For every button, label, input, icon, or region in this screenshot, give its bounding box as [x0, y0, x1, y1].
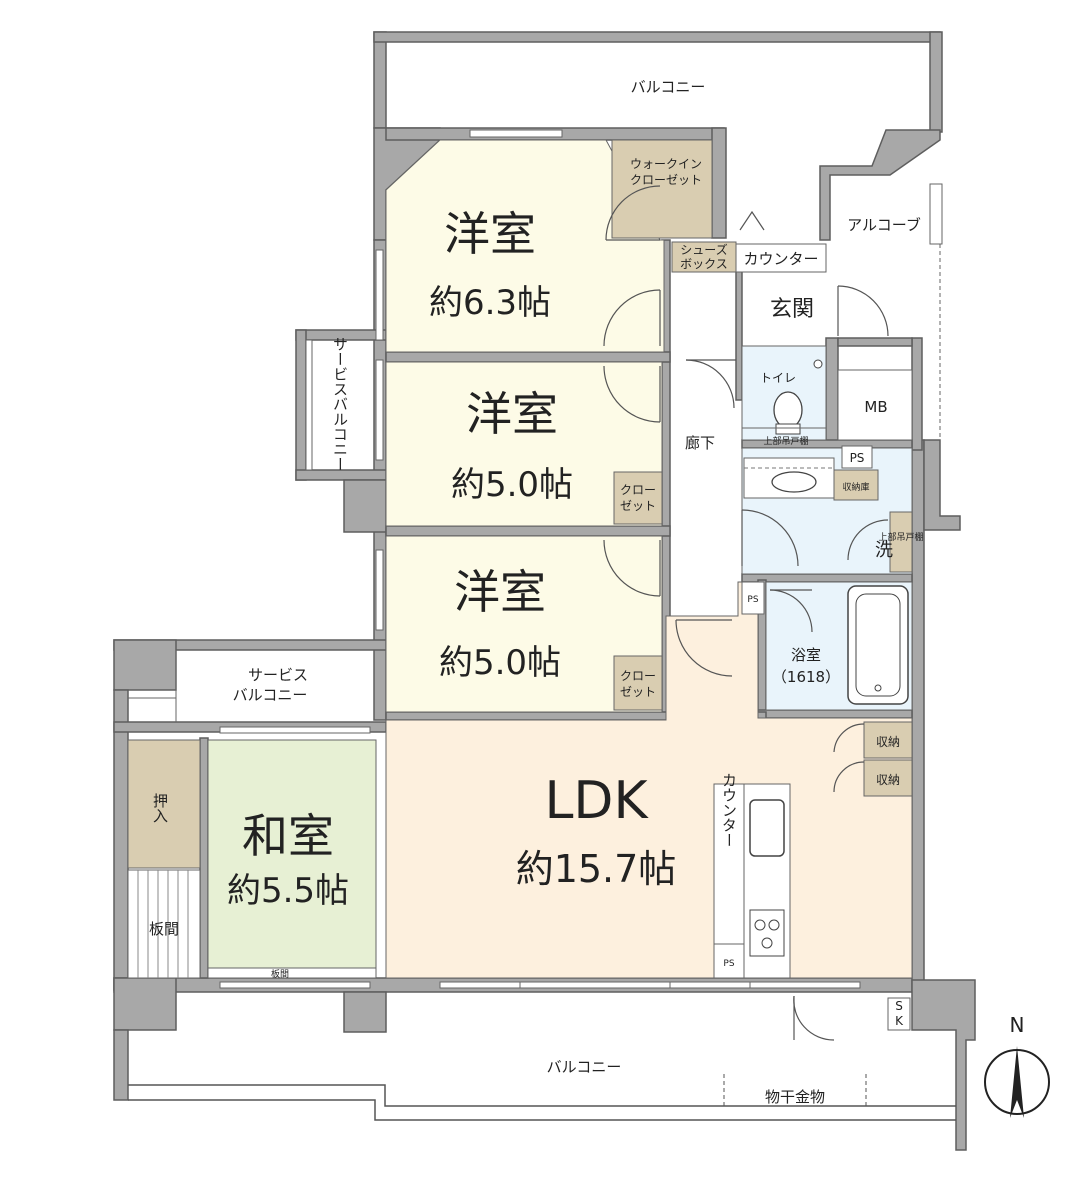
balcony-bottom-label: バルコニー: [547, 1058, 622, 1076]
washitsu-size: 約5.5帖: [227, 871, 349, 911]
ps-label-2: PS: [747, 595, 758, 605]
service-balcony-h-label-1: サービス: [248, 666, 308, 684]
closet-b-label-1: クロー: [620, 669, 656, 683]
walkin-closet-label-1: ウォークイン: [630, 157, 702, 171]
walkin-closet-fill: [611, 139, 713, 239]
itama-small-label: 板間: [271, 968, 289, 980]
closet-a-label-2: ゼット: [620, 499, 656, 513]
labels: バルコニー バルコニー ウォークイン クローゼット アルコーブ シューズ ボック…: [149, 78, 924, 1106]
wash-cabinet-fill: [889, 511, 913, 573]
storage-room-label: 収納庫: [842, 481, 869, 493]
stove-icon: [749, 909, 785, 957]
service-balcony-h-label-2: バルコニー: [233, 686, 308, 704]
upper-cabinet-label-2: 上部吊戸棚: [878, 531, 923, 543]
storage-1-fill: [863, 721, 913, 759]
entry-counter: [735, 243, 827, 273]
doors: [603, 185, 889, 1041]
closet-b-label-2: ゼット: [620, 685, 656, 699]
room3-size: 約5.0帖: [439, 643, 561, 683]
closet-a-label-1: クロー: [620, 483, 656, 497]
upper-cabinet-label: 上部吊戸棚: [763, 435, 808, 447]
kitchen: [713, 783, 791, 979]
monohoshi-label: 物干金物: [765, 1088, 825, 1106]
storage-2-fill: [863, 759, 913, 797]
walkin-closet-label-2: クローゼット: [630, 173, 702, 187]
storage-room-fill: [833, 469, 879, 501]
ldk-title: LDK: [544, 771, 649, 831]
fixtures: [741, 359, 911, 1031]
corridor-label: 廊下: [685, 434, 715, 452]
entry-counter-label: カウンター: [743, 250, 818, 268]
storage-1-label: 収納: [876, 735, 900, 749]
closet-b-fill: [613, 655, 663, 711]
balcony-top-label: バルコニー: [631, 78, 706, 96]
room3-title: 洋室: [454, 565, 546, 619]
western-room-1-fill: [385, 139, 665, 353]
shoes-box-label-2: ボックス: [680, 257, 728, 271]
storage-2-label: 収納: [876, 773, 900, 787]
windows: [219, 129, 861, 989]
closet-a-fill: [613, 471, 663, 525]
toilet-label: トイレ: [760, 371, 796, 385]
balconies: [128, 183, 956, 1121]
ps-label-1: PS: [850, 451, 865, 465]
bath-label: 浴室: [791, 646, 821, 664]
sink-icon: [749, 799, 785, 857]
mb-label: MB: [864, 398, 887, 416]
kitchen-counter-label: カウンター: [720, 773, 738, 848]
compass-n-label: N: [1010, 1013, 1025, 1037]
ps-label-3: PS: [723, 959, 734, 969]
bath-size-label: （1618）: [772, 668, 840, 686]
compass-icon: N: [984, 1013, 1050, 1118]
room2-title: 洋室: [466, 387, 558, 441]
ps-box-1: [841, 445, 873, 469]
room2-size: 約5.0帖: [451, 465, 573, 505]
japanese-room-fill: [207, 739, 377, 969]
room1-size: 約6.3帖: [429, 283, 551, 323]
service-balcony-v-label: サービスバルコニー: [331, 337, 349, 472]
ldk-size: 約15.7帖: [516, 847, 677, 891]
sk-label-1: S: [895, 999, 903, 1013]
room1-title: 洋室: [444, 207, 536, 261]
mb-box: [837, 369, 913, 441]
oshiire-label: 押入: [151, 793, 169, 823]
washbasin-icon: [771, 471, 817, 493]
entrance-label: 玄関: [770, 297, 814, 322]
alcove-label: アルコーブ: [847, 216, 921, 234]
sk-label-2: K: [895, 1014, 904, 1028]
bathtub-icon: [847, 585, 909, 705]
itama-label: 板間: [149, 920, 179, 938]
oshiire-fill: [127, 739, 201, 869]
washitsu-title: 和室: [242, 809, 334, 863]
wash-label: 洗: [875, 540, 893, 561]
shoes-box-label-1: シューズ: [680, 242, 727, 257]
toilet-icon: [773, 391, 803, 429]
itama-floor: [127, 869, 377, 979]
